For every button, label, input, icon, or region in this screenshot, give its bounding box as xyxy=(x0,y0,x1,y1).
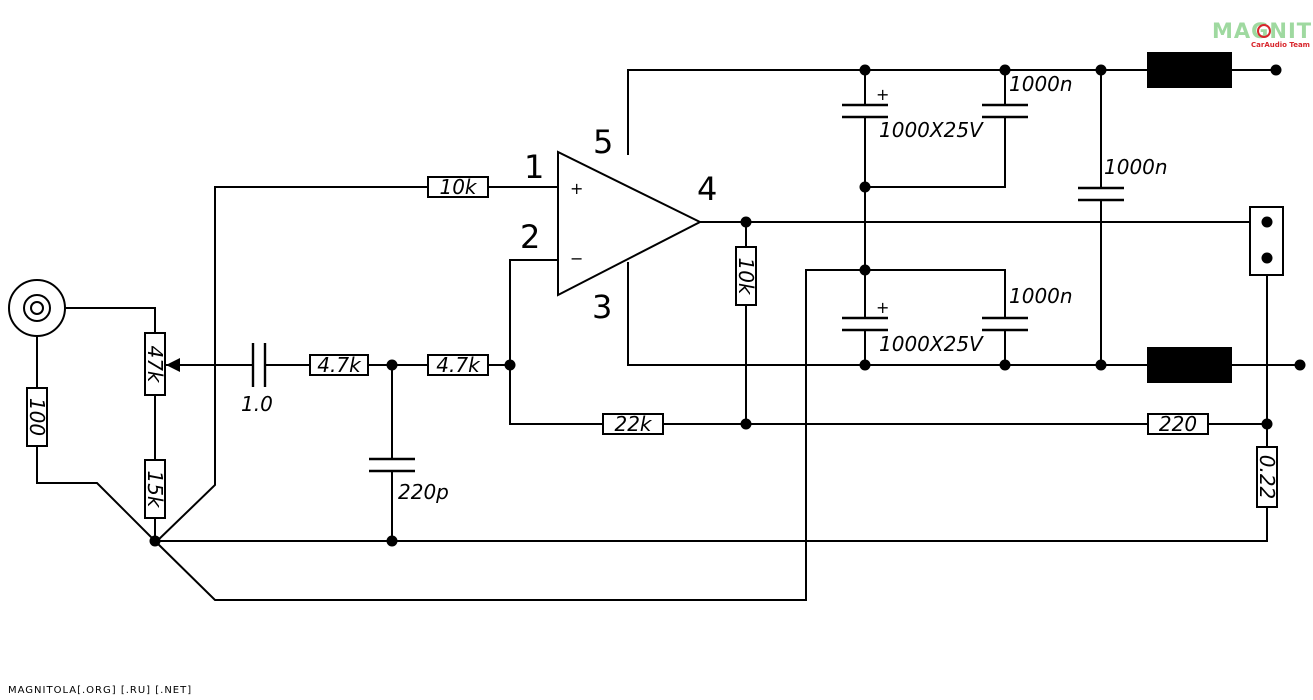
resistor-10k-input: 10k xyxy=(427,175,489,199)
junction-dots xyxy=(149,64,1306,547)
resistor-15k: 15k xyxy=(143,459,167,519)
capacitor-top-electrolytic-plus: + xyxy=(876,85,889,104)
op-amp-plus-sign: + xyxy=(570,179,583,198)
inductor-top xyxy=(1147,52,1232,88)
pin-label-3: 3 xyxy=(592,288,612,326)
capacitor-1.0-input: 1.0 xyxy=(241,343,273,416)
magnitola-logo: MAGNITOLA CarAudio Team xyxy=(1212,19,1313,49)
resistor-15k-label: 15k xyxy=(143,470,167,508)
resistor-100: 100 xyxy=(25,387,49,447)
capacitor-bottom-electrolytic-label: 1000X25V xyxy=(879,332,984,356)
resistor-0.22-label: 0.22 xyxy=(1255,455,1279,500)
op-amp-triangle xyxy=(557,150,703,297)
potentiometer-47k: 47k xyxy=(143,332,180,396)
junction-dot xyxy=(859,359,871,371)
resistor-220: 220 xyxy=(1147,412,1209,436)
capacitor-top-film-label: 1000n xyxy=(1009,72,1073,96)
resistor-22k: 22k xyxy=(602,412,664,436)
resistor-100-label: 100 xyxy=(25,398,49,436)
resistor-22k-label: 22k xyxy=(614,412,652,436)
output-connector xyxy=(1249,206,1284,276)
junction-dot xyxy=(504,359,516,371)
capacitor-top-electrolytic: + 1000X25V xyxy=(842,85,984,142)
resistor-10k-load-label: 10k xyxy=(734,257,758,295)
junction-dot xyxy=(859,181,871,193)
capacitor-top-electrolytic-label: 1000X25V xyxy=(879,118,984,142)
resistor-0.22: 0.22 xyxy=(1255,446,1279,508)
logo-ring-icon xyxy=(1257,24,1271,38)
capacitor-middle-film: 1000n xyxy=(1078,155,1168,202)
junction-dot xyxy=(740,418,752,430)
capacitor-bottom-electrolytic: + 1000X25V xyxy=(842,298,984,356)
resistor-220-label: 220 xyxy=(1159,412,1197,436)
capacitor-bottom-electrolytic-plus: + xyxy=(876,298,889,317)
junction-dot xyxy=(999,359,1011,371)
capacitor-bottom-film: 1000n xyxy=(982,284,1073,332)
logo-brand-text: MAGNITOLA xyxy=(1212,19,1313,43)
junction-dot xyxy=(740,216,752,228)
capacitor-220p-label: 220p xyxy=(398,480,449,504)
footer-watermark: MAGNITOLA[.ORG] [.RU] [.NET] xyxy=(8,685,192,696)
potentiometer-47k-label: 47k xyxy=(143,345,167,383)
op-amp: + − 1 2 3 4 5 xyxy=(520,123,717,326)
pin-label-4: 4 xyxy=(697,170,717,208)
resistor-4.7k-first-label: 4.7k xyxy=(317,353,362,377)
resistor-4.7k-first: 4.7k xyxy=(309,353,369,377)
junction-dot xyxy=(149,535,161,547)
resistor-4.7k-second: 4.7k xyxy=(427,353,489,377)
logo-tagline: CarAudio Team xyxy=(1251,41,1310,49)
capacitor-220p: 220p xyxy=(369,457,449,504)
junction-dot xyxy=(859,64,871,76)
junction-dot xyxy=(386,359,398,371)
capacitor-1.0-label: 1.0 xyxy=(241,392,273,416)
pin-label-1: 1 xyxy=(524,148,544,186)
terminal-dot xyxy=(1270,64,1282,76)
pin-label-2: 2 xyxy=(520,218,540,256)
resistor-10k-load: 10k xyxy=(734,246,758,306)
junction-dot xyxy=(386,535,398,547)
junction-dot xyxy=(999,64,1011,76)
pin-label-5: 5 xyxy=(593,123,613,161)
junction-dot xyxy=(859,264,871,276)
capacitor-top-film: 1000n xyxy=(982,72,1073,119)
inductor-bottom xyxy=(1147,347,1232,383)
potentiometer-wiper-arrow xyxy=(166,358,180,372)
resistor-4.7k-second-label: 4.7k xyxy=(436,353,481,377)
rca-input-jack xyxy=(8,279,66,337)
op-amp-minus-sign: − xyxy=(570,249,583,268)
terminal-dot xyxy=(1294,359,1306,371)
junction-dot xyxy=(1095,64,1107,76)
capacitor-middle-film-label: 1000n xyxy=(1104,155,1168,179)
capacitor-bottom-film-label: 1000n xyxy=(1009,284,1073,308)
wires xyxy=(36,69,1300,601)
junction-dot xyxy=(1095,359,1107,371)
junction-dot xyxy=(1261,418,1273,430)
resistor-10k-input-label: 10k xyxy=(439,175,477,199)
